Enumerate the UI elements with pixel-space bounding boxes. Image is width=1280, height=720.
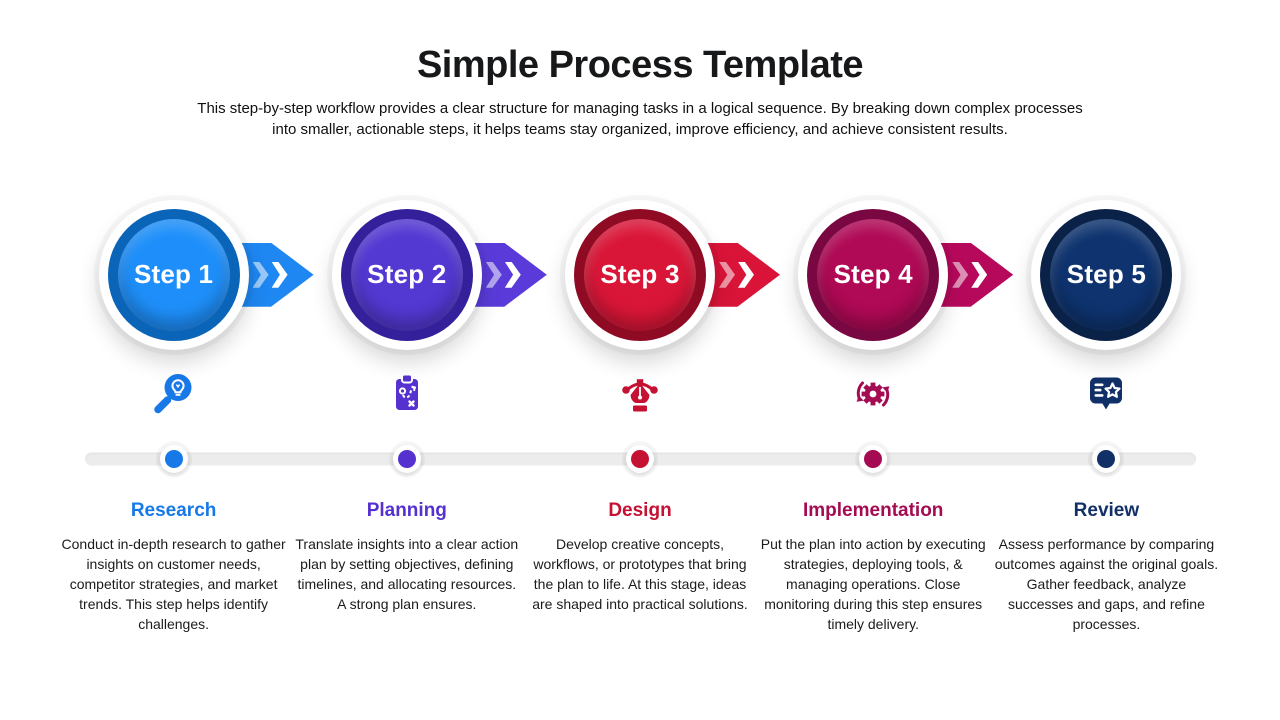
feedback-star-icon: [1080, 368, 1132, 420]
double-chevron-icon: [485, 261, 521, 288]
step-column-4: Step 4: [757, 196, 1014, 354]
double-chevron-icon: [252, 261, 288, 288]
step-column-2: Step 2: [290, 196, 547, 354]
timeline: [57, 444, 1223, 474]
page-subtitle: This step-by-step workflow provides a cl…: [197, 99, 1083, 138]
step-badge: Step 2: [290, 196, 547, 354]
double-chevron-icon: [719, 261, 754, 288]
step-badge: Step 3: [523, 196, 780, 354]
timeline-dot: [626, 444, 654, 473]
double-chevron-icon: [952, 261, 988, 288]
step-column-3: Step 3: [523, 196, 780, 354]
step-title-implementation: Implementation: [803, 499, 944, 521]
timeline-dots-row: [57, 444, 1223, 474]
step-badge: Step 1: [57, 196, 314, 354]
step-description: Develop creative concepts, workflows, or…: [532, 535, 748, 612]
step-description: Translate insights into a clear action p…: [295, 535, 519, 612]
step-title-research: Research: [130, 499, 217, 521]
magnifier-lightbulb-icon: [148, 368, 200, 420]
step-label: Step 3: [600, 259, 680, 290]
step-description: Conduct in-depth research to gather insi…: [61, 535, 286, 632]
pen-tool-icon: [614, 368, 666, 420]
step-title-planning: Planning: [366, 499, 447, 521]
step-title-design: Design: [608, 499, 672, 521]
gear-sync-icon: [847, 368, 899, 420]
step-column-1: Step 1: [57, 196, 314, 354]
step-badge: Step 4: [757, 196, 1014, 354]
step-circle: Step 3: [565, 199, 715, 350]
step-badges-row: Step 1 Step 2: [57, 196, 1223, 354]
timeline-dot: [392, 444, 421, 473]
page-title: Simple Process Template: [416, 44, 864, 86]
step-column-5: Step 5: [990, 196, 1223, 354]
step-label: Step 1: [133, 259, 214, 290]
step-circle: Step 4: [798, 199, 949, 350]
step-description: Put the plan into action by executing st…: [760, 535, 986, 632]
step-texts-row: Research Conduct in-depth research to ga…: [57, 500, 1223, 634]
step-circle: Step 1: [98, 199, 249, 350]
step-title-review: Review: [1073, 499, 1140, 521]
step-label: Step 4: [833, 259, 913, 290]
step-icons-row: [57, 368, 1223, 420]
step-description: Assess performance by comparing outcomes…: [994, 535, 1219, 632]
timeline-dot: [1092, 444, 1121, 473]
strategy-clipboard-icon: [381, 368, 433, 420]
step-circle: Step 5: [1031, 199, 1182, 350]
step-label: Step 5: [1066, 259, 1147, 290]
timeline-dot: [159, 444, 188, 473]
step-label: Step 2: [367, 259, 447, 290]
step-badge: Step 5: [990, 196, 1223, 354]
step-circle: Step 2: [331, 199, 482, 350]
timeline-dot: [859, 444, 888, 473]
